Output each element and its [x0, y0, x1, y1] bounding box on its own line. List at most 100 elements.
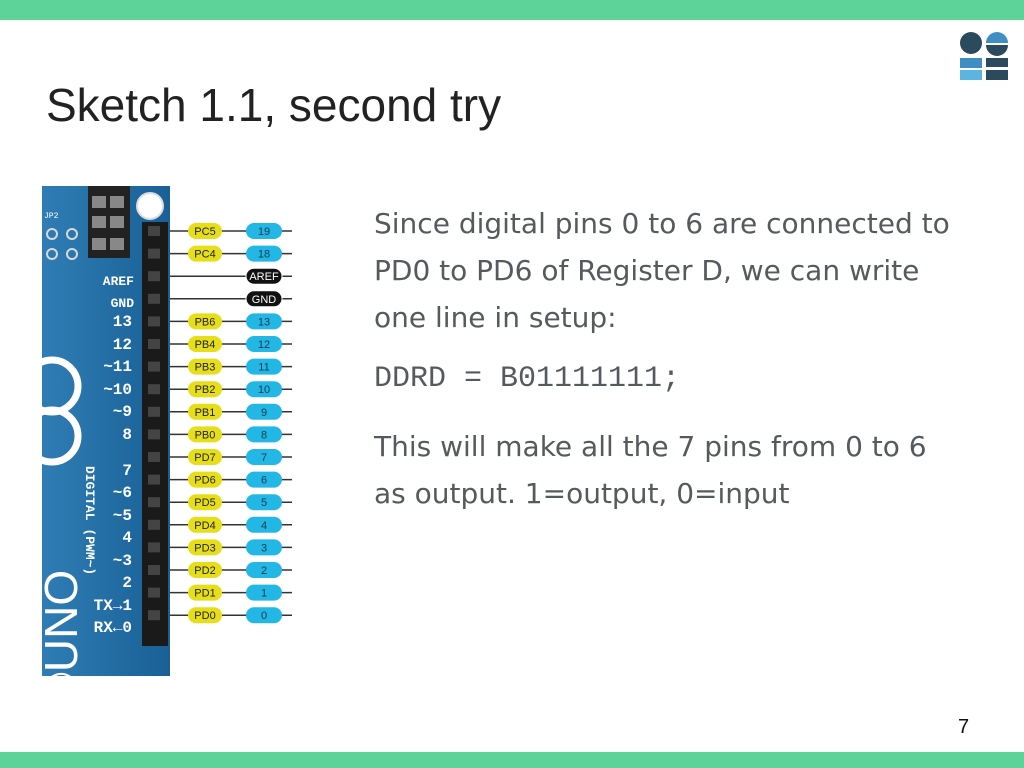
board-side-label: ~10 — [103, 381, 132, 399]
board-side-label: 4 — [122, 529, 132, 547]
header-pin — [148, 339, 160, 349]
port-pill — [188, 607, 222, 624]
pin-number-label: 10 — [258, 384, 270, 396]
mounting-hole — [136, 192, 164, 220]
pin-number-label: 8 — [261, 429, 267, 441]
board-side-label: 12 — [113, 336, 132, 354]
header-pin — [148, 474, 160, 485]
port-label: PD2 — [194, 565, 215, 577]
port-label: PB1 — [195, 407, 216, 419]
board-side-label: 8 — [122, 426, 132, 444]
uno-text: ©UNO — [42, 570, 87, 676]
port-label: PB2 — [195, 384, 216, 396]
port-label: PB3 — [195, 362, 216, 374]
pin-number-pill — [246, 539, 282, 556]
port-pill — [188, 584, 222, 601]
pin-number-label: 13 — [258, 316, 270, 328]
port-pill — [188, 358, 222, 375]
pin-number-label: 4 — [261, 520, 267, 532]
port-label: PC4 — [194, 249, 215, 261]
header-pin — [148, 316, 160, 327]
pin-number-pill — [246, 426, 282, 443]
board-top-label: AREF — [103, 274, 134, 289]
board-side-label: ~6 — [113, 484, 132, 502]
board-top-label: GND — [111, 296, 135, 311]
pin-number-pill — [246, 607, 282, 624]
code-line: DDRD = B01111111; — [374, 362, 681, 396]
port-pill — [188, 539, 222, 556]
board-side-label: ~5 — [113, 507, 132, 525]
header-pin — [148, 226, 160, 236]
pin-number-pill — [246, 403, 282, 420]
header-pin — [148, 519, 160, 530]
pin-number-label: 18 — [258, 249, 270, 261]
pin-number-label: GND — [252, 294, 277, 306]
pin-number-label: 0 — [261, 610, 267, 622]
jp2-label: JP2 — [44, 212, 59, 221]
port-pill — [188, 381, 222, 398]
pin-number-pill — [246, 516, 282, 533]
port-label: PD6 — [194, 475, 215, 487]
pin-number-label: 6 — [261, 475, 267, 487]
port-pill — [188, 562, 222, 578]
port-pill — [188, 245, 222, 262]
digital-pwm-label: DIGITAL (PWM~) — [82, 466, 97, 575]
arduino-pinout-image: JP2 ©UNO DIGITAL (PWM~) 13 12 ~11 ~10 ~9 8 7 ~6… — [42, 186, 292, 676]
port-pill — [188, 426, 222, 443]
paragraph-explanation: This will make all the 7 pins from 0 to … — [374, 430, 927, 510]
page-number: 7 — [958, 716, 970, 738]
header-pin — [148, 565, 160, 575]
port-label: PD3 — [194, 542, 215, 554]
header-pin — [148, 384, 160, 395]
pin-number-label: 2 — [261, 565, 267, 577]
header-pin — [148, 248, 160, 259]
header-pin — [148, 361, 160, 372]
board-side-label: 7 — [122, 462, 132, 480]
pin-number-label: AREF — [249, 271, 279, 283]
pin-number-pill — [246, 584, 282, 601]
port-pill — [188, 516, 222, 533]
pin-number-pill — [246, 449, 282, 465]
port-label: PB4 — [195, 339, 216, 351]
board-side-label: 2 — [122, 574, 132, 592]
slide-body: Since digital pins 0 to 6 are connected … — [374, 200, 964, 517]
port-pill — [188, 403, 222, 420]
port-pill — [188, 336, 222, 352]
header-pin — [148, 542, 160, 553]
pin-number-pill — [246, 313, 282, 330]
pin-number-label: 12 — [258, 339, 270, 351]
bottom-accent-bar — [0, 752, 1024, 768]
port-pill — [188, 449, 222, 465]
port-label: PD4 — [194, 520, 215, 532]
port-pill — [188, 494, 222, 511]
pin-number-pill — [246, 223, 282, 239]
port-pill — [188, 223, 222, 239]
port-label: PD0 — [194, 610, 215, 622]
pin-number-pill — [246, 336, 282, 352]
board-side-label: RX←0 — [94, 619, 132, 637]
pin-number-label: 19 — [258, 226, 270, 238]
port-label: PB6 — [195, 316, 216, 328]
header-pin — [148, 429, 160, 440]
port-label: PD5 — [194, 497, 215, 509]
port-label: PB0 — [195, 429, 216, 441]
board-side-label: ~11 — [103, 358, 132, 376]
board-side-label: ~3 — [113, 552, 132, 570]
board-side-label: ~9 — [113, 403, 132, 421]
header-pin — [148, 452, 160, 462]
port-label: PC5 — [194, 226, 215, 238]
pin-number-label: 5 — [261, 497, 267, 509]
pin-number-pill — [245, 267, 283, 285]
header-pin — [148, 293, 160, 304]
pin-number-pill — [245, 290, 283, 308]
header-pin — [148, 271, 160, 282]
slide-title: Sketch 1.1, second try — [46, 79, 502, 131]
pin-number-label: 11 — [258, 362, 269, 374]
pin-number-pill — [246, 471, 282, 488]
pin-number-label: 7 — [261, 452, 267, 464]
pin-number-pill — [246, 562, 282, 578]
header-pin — [148, 587, 160, 598]
port-pill — [188, 471, 222, 488]
header-pin — [148, 610, 160, 621]
board-side-label: TX→1 — [94, 597, 132, 615]
